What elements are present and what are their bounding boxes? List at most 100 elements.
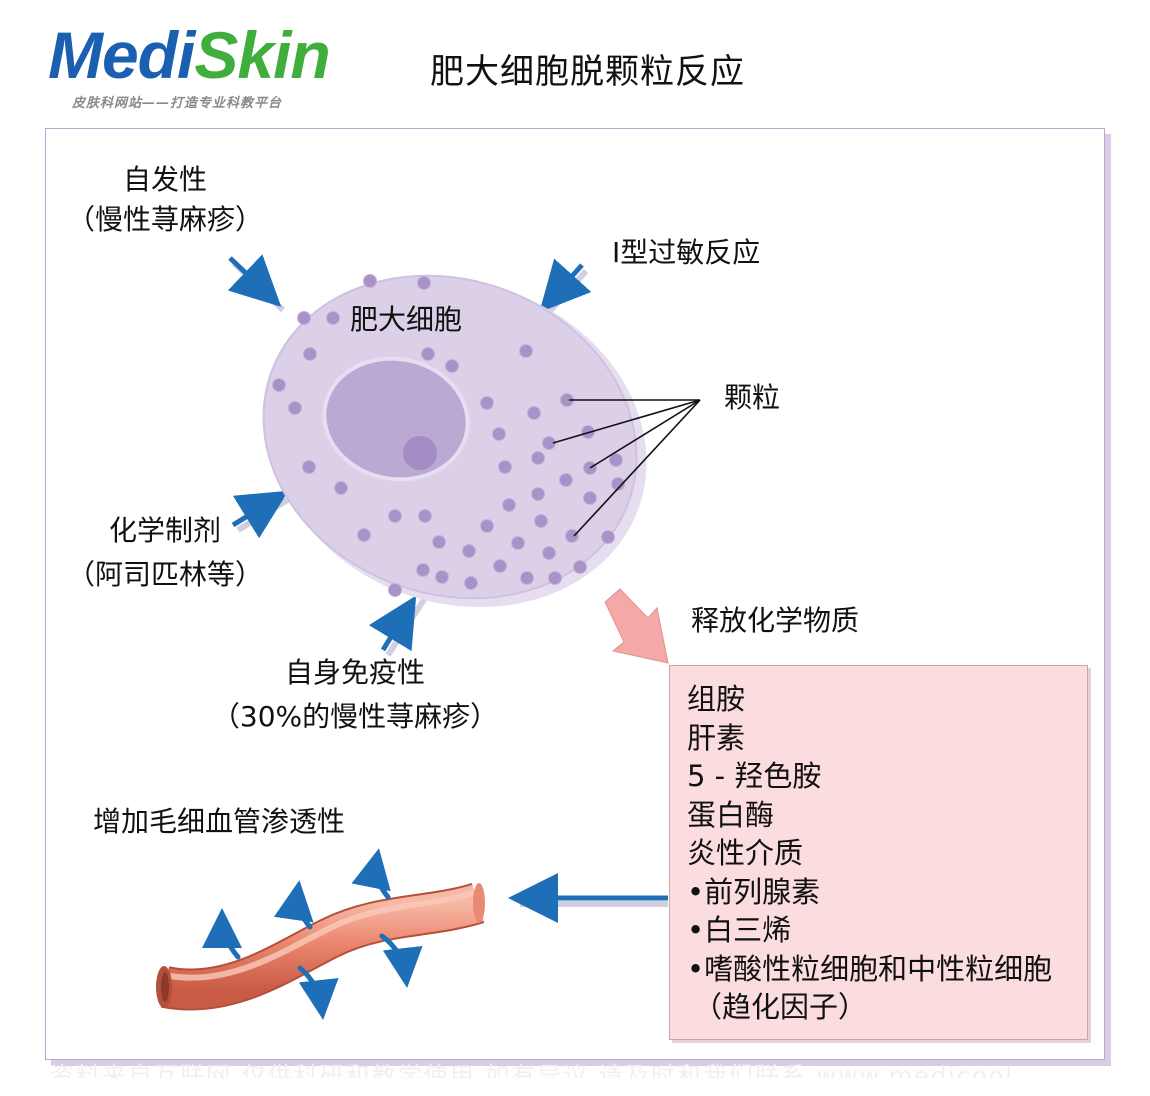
label-spontaneous-line1: 自发性 bbox=[122, 163, 207, 196]
vessel-highlight bbox=[169, 889, 477, 981]
trigger-arrows bbox=[227, 254, 592, 657]
granule bbox=[534, 514, 548, 528]
leak-arrow-4 bbox=[297, 965, 339, 1020]
granule bbox=[417, 276, 431, 290]
box-to-vessel-arrow bbox=[508, 873, 668, 923]
vessel-tube-fill bbox=[161, 884, 484, 1009]
granule bbox=[326, 311, 340, 325]
granule-pointers bbox=[552, 399, 701, 537]
label-autoimmune: 自身免疫性 （30%的慢性荨麻疹） bbox=[195, 656, 515, 733]
label-chemical-line2: （阿司匹林等） bbox=[66, 557, 263, 591]
chemical-item: 炎性介质 bbox=[687, 836, 804, 870]
granule bbox=[511, 536, 525, 550]
granule bbox=[573, 560, 587, 574]
chemical-mediators-box: 组胺 肝素 5 - 羟色胺 蛋白酶 炎性介质 •前列腺素 •白三烯 •嗜酸性粒细… bbox=[669, 665, 1088, 1040]
arrow-type1 bbox=[539, 258, 592, 313]
granule bbox=[559, 473, 573, 487]
granule bbox=[334, 481, 348, 495]
arrow-autoimmune-shadow bbox=[385, 596, 428, 657]
chemical-item: 肝素 bbox=[687, 720, 746, 755]
chemical-item: 5 - 羟色胺 bbox=[687, 759, 822, 793]
granule bbox=[520, 571, 534, 585]
granule bbox=[363, 274, 377, 288]
granule bbox=[421, 347, 435, 361]
granule bbox=[288, 401, 302, 415]
granule bbox=[357, 528, 371, 542]
chemical-item: （趋化因子） bbox=[693, 990, 868, 1024]
granule bbox=[502, 498, 516, 512]
granules bbox=[272, 274, 625, 597]
granule bbox=[462, 544, 476, 558]
granule bbox=[480, 519, 494, 533]
release-arrow-shape bbox=[604, 588, 669, 664]
label-spontaneous: 自发性 （慢性荨麻疹） bbox=[55, 163, 275, 236]
logo-skin: Skin bbox=[194, 18, 330, 92]
vessel-right-end bbox=[473, 883, 485, 923]
granule bbox=[388, 509, 402, 523]
granule bbox=[519, 344, 533, 358]
granule bbox=[531, 487, 545, 501]
leak-arrow-5 bbox=[379, 933, 423, 988]
pointer-line-3 bbox=[589, 399, 701, 469]
mast-cell bbox=[262, 274, 647, 608]
vessel-left-lumen bbox=[161, 972, 169, 1002]
granule bbox=[531, 451, 545, 465]
chemical-item: •白三烯 bbox=[687, 913, 792, 947]
label-spontaneous-line2: （慢性荨麻疹） bbox=[66, 202, 263, 236]
granule bbox=[498, 460, 512, 474]
arrow-autoimmune bbox=[368, 595, 417, 652]
chemical-item: 蛋白酶 bbox=[687, 797, 775, 832]
arrow-spontaneous bbox=[227, 254, 282, 307]
logo-medi: Medi bbox=[48, 18, 195, 92]
logo-tagline: 皮肤科网站——打造专业科教平台 bbox=[72, 96, 283, 111]
release-arrow bbox=[604, 588, 669, 664]
chemical-item: •嗜酸性粒细胞和中性粒细胞 bbox=[687, 951, 1053, 986]
leak-arrow-1 bbox=[202, 908, 243, 960]
granule bbox=[565, 529, 579, 543]
arrow-chemical bbox=[231, 490, 289, 539]
label-autoimmune-line1: 自身免疫性 bbox=[284, 656, 425, 689]
granule bbox=[611, 477, 625, 491]
granule bbox=[297, 311, 311, 325]
chemical-item: 组胺 bbox=[687, 682, 746, 716]
pointer-line-2 bbox=[552, 399, 701, 444]
granule bbox=[542, 546, 556, 560]
label-chemical: 化学制剂 （阿司匹林等） bbox=[55, 514, 275, 591]
leak-arrow-3 bbox=[351, 848, 391, 900]
capillary bbox=[156, 882, 485, 1011]
granule bbox=[527, 406, 541, 420]
leak-arrow-2 bbox=[273, 880, 314, 930]
granule bbox=[435, 570, 449, 584]
granule bbox=[418, 509, 432, 523]
label-chemical-line1: 化学制剂 bbox=[108, 514, 221, 547]
granule bbox=[432, 535, 446, 549]
label-autoimmune-line2: （30%的慢性荨麻疹） bbox=[211, 699, 499, 733]
chemical-item: •前列腺素 bbox=[687, 874, 821, 909]
granule bbox=[388, 583, 402, 597]
granule bbox=[416, 563, 430, 577]
granule bbox=[493, 559, 507, 573]
watermark: 资料来自互联网 仅供科研和教学使用 如有异议 请及时和我们联系 www.medi… bbox=[50, 1062, 1015, 1078]
nucleolus bbox=[403, 436, 437, 470]
label-type1: I型过敏反应 bbox=[612, 236, 761, 269]
granule bbox=[609, 453, 623, 467]
granule bbox=[464, 576, 478, 590]
label-granules: 颗粒 bbox=[724, 381, 781, 414]
granule bbox=[548, 571, 562, 585]
page-title: 肥大细胞脱颗粒反应 bbox=[430, 52, 745, 92]
pointer-line-4 bbox=[573, 399, 701, 537]
leak-arrows bbox=[202, 848, 423, 1020]
label-vessel-permeability: 增加毛细血管渗透性 bbox=[93, 805, 346, 838]
logo: MediSkin 皮肤科网站——打造专业科教平台 bbox=[44, 18, 364, 118]
granule bbox=[445, 359, 459, 373]
label-release: 释放化学物质 bbox=[691, 604, 860, 637]
granule bbox=[480, 396, 494, 410]
label-mast-cell: 肥大细胞 bbox=[350, 303, 463, 336]
granule bbox=[272, 378, 286, 392]
logo-wordmark: MediSkin bbox=[48, 18, 331, 92]
granule bbox=[303, 347, 317, 361]
granule bbox=[492, 427, 506, 441]
granule bbox=[583, 491, 597, 505]
granule bbox=[302, 460, 316, 474]
